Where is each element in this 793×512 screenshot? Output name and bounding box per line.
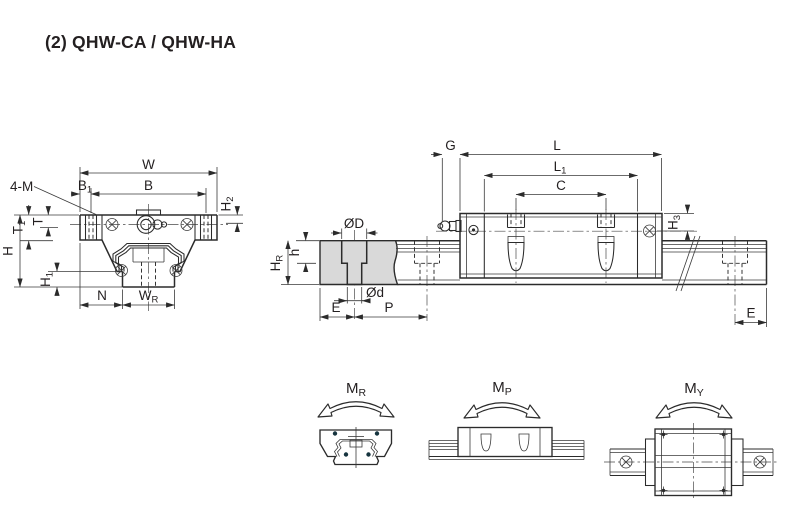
mr-block	[319, 427, 393, 468]
dim-label-H3: H3	[666, 215, 684, 230]
moment-mp: MP	[428, 379, 585, 460]
front-carriage-outline	[79, 214, 218, 273]
side-carriage	[437, 212, 663, 279]
my-bolt-marks	[659, 430, 728, 495]
rail-cross-section	[319, 240, 399, 286]
moment-figures: MR MP	[317, 379, 779, 500]
dim-label-HR: HR	[268, 255, 286, 272]
rail-bolt-hole-section	[340, 240, 368, 286]
dim-label-T: T	[31, 217, 46, 225]
grease-nipple-front	[135, 209, 168, 234]
leader-4M	[33, 186, 97, 215]
dim-label-L: L	[553, 138, 561, 153]
front-view: W B B1 4-M H2 T	[1, 157, 243, 311]
front-rail	[112, 242, 185, 288]
dim-label-W: W	[142, 157, 155, 172]
front-dimensions: W B B1 4-M H2 T	[1, 157, 243, 309]
dim-label-G: G	[445, 138, 456, 153]
dim-label-Od: Ød	[366, 285, 384, 300]
side-dimensions: G L L1 C H3 ØD	[268, 138, 767, 327]
dim-label-H: H	[1, 246, 16, 256]
dim-label-B1: B1	[78, 178, 92, 196]
mounting-bolt-2	[596, 213, 616, 272]
dim-label-L1: L1	[554, 159, 567, 177]
side-view: G L L1 C H3 ØD	[268, 138, 768, 327]
moment-my: MY	[604, 380, 779, 500]
dim-label-T1: T1	[11, 221, 29, 235]
dim-label-E-left: E	[331, 300, 340, 315]
dim-label-4M: 4-M	[10, 179, 33, 194]
dim-label-C: C	[556, 178, 566, 193]
page-title: (2) QHW-CA / QHW-HA	[45, 32, 237, 52]
dim-label-N: N	[97, 288, 107, 303]
dim-label-P: P	[384, 300, 393, 315]
my-arrow	[655, 402, 733, 419]
rail-side	[396, 235, 768, 292]
label-MP: MP	[492, 379, 512, 398]
dim-label-OD: ØD	[344, 216, 365, 231]
mp-arrow	[463, 402, 541, 419]
dim-label-B: B	[144, 178, 153, 193]
mp-block	[428, 426, 585, 460]
label-MR: MR	[346, 380, 367, 399]
break-line	[680, 235, 701, 292]
mr-arrow	[317, 401, 395, 418]
moment-mr: MR	[317, 380, 395, 468]
my-block	[604, 423, 779, 500]
mounting-bolt-1	[506, 213, 526, 272]
dim-label-E-right: E	[746, 306, 755, 321]
dim-label-H1: H1	[38, 272, 56, 287]
dim-label-h: h	[287, 249, 302, 257]
dim-label-H2: H2	[219, 196, 237, 211]
end-cap-port	[468, 224, 479, 236]
dim-label-WR: WR	[139, 288, 159, 306]
break-line	[675, 235, 696, 292]
label-MY: MY	[684, 380, 704, 399]
grease-nipple-side	[437, 219, 462, 233]
